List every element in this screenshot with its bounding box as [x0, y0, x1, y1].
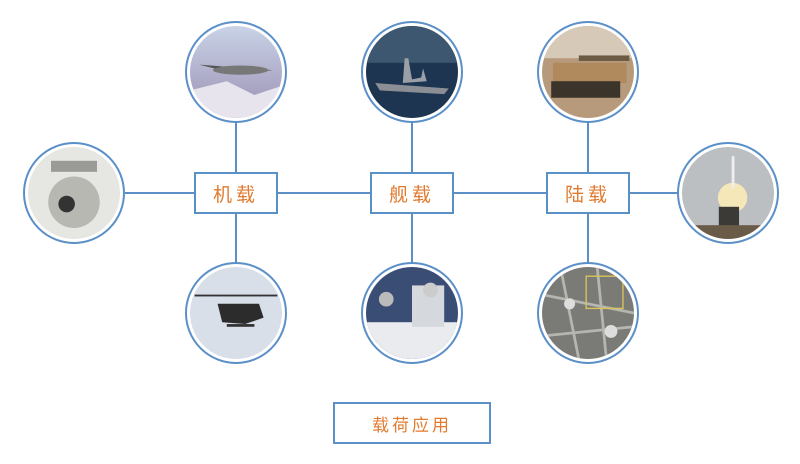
image-tank — [537, 21, 639, 123]
diagram-title: 载荷应用 — [333, 402, 491, 444]
category-label: 机载 — [212, 183, 259, 206]
category-land: 陆载 — [546, 172, 630, 214]
image-ship-camera — [361, 262, 463, 364]
category-airborne: 机载 — [194, 172, 278, 214]
image-uav — [185, 21, 287, 123]
image-missile-launch — [677, 142, 779, 244]
image-satellite-map — [537, 262, 639, 364]
diagram-title-text: 载荷应用 — [372, 415, 452, 436]
category-label: 陆载 — [564, 183, 611, 206]
image-warship — [361, 21, 463, 123]
image-gimbal-camera — [23, 142, 125, 244]
category-shipborne: 舰载 — [370, 172, 454, 214]
image-helicopter — [185, 262, 287, 364]
category-label: 舰载 — [388, 183, 435, 206]
